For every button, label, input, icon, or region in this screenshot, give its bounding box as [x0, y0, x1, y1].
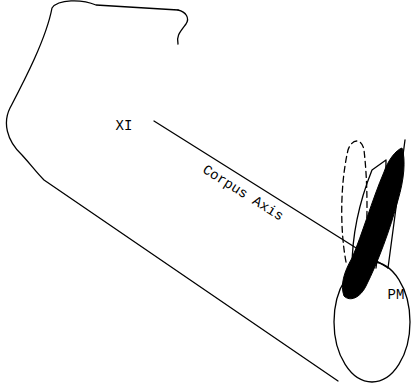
axis-label: Corpus Axis [200, 162, 286, 223]
mandible-outline [6, 1, 338, 381]
ramus-anterior-border [177, 10, 187, 44]
point-label: XI [116, 119, 133, 133]
incisor-filled [342, 148, 404, 299]
point-label: PM [388, 288, 405, 302]
corpus-axis-line [154, 121, 388, 268]
